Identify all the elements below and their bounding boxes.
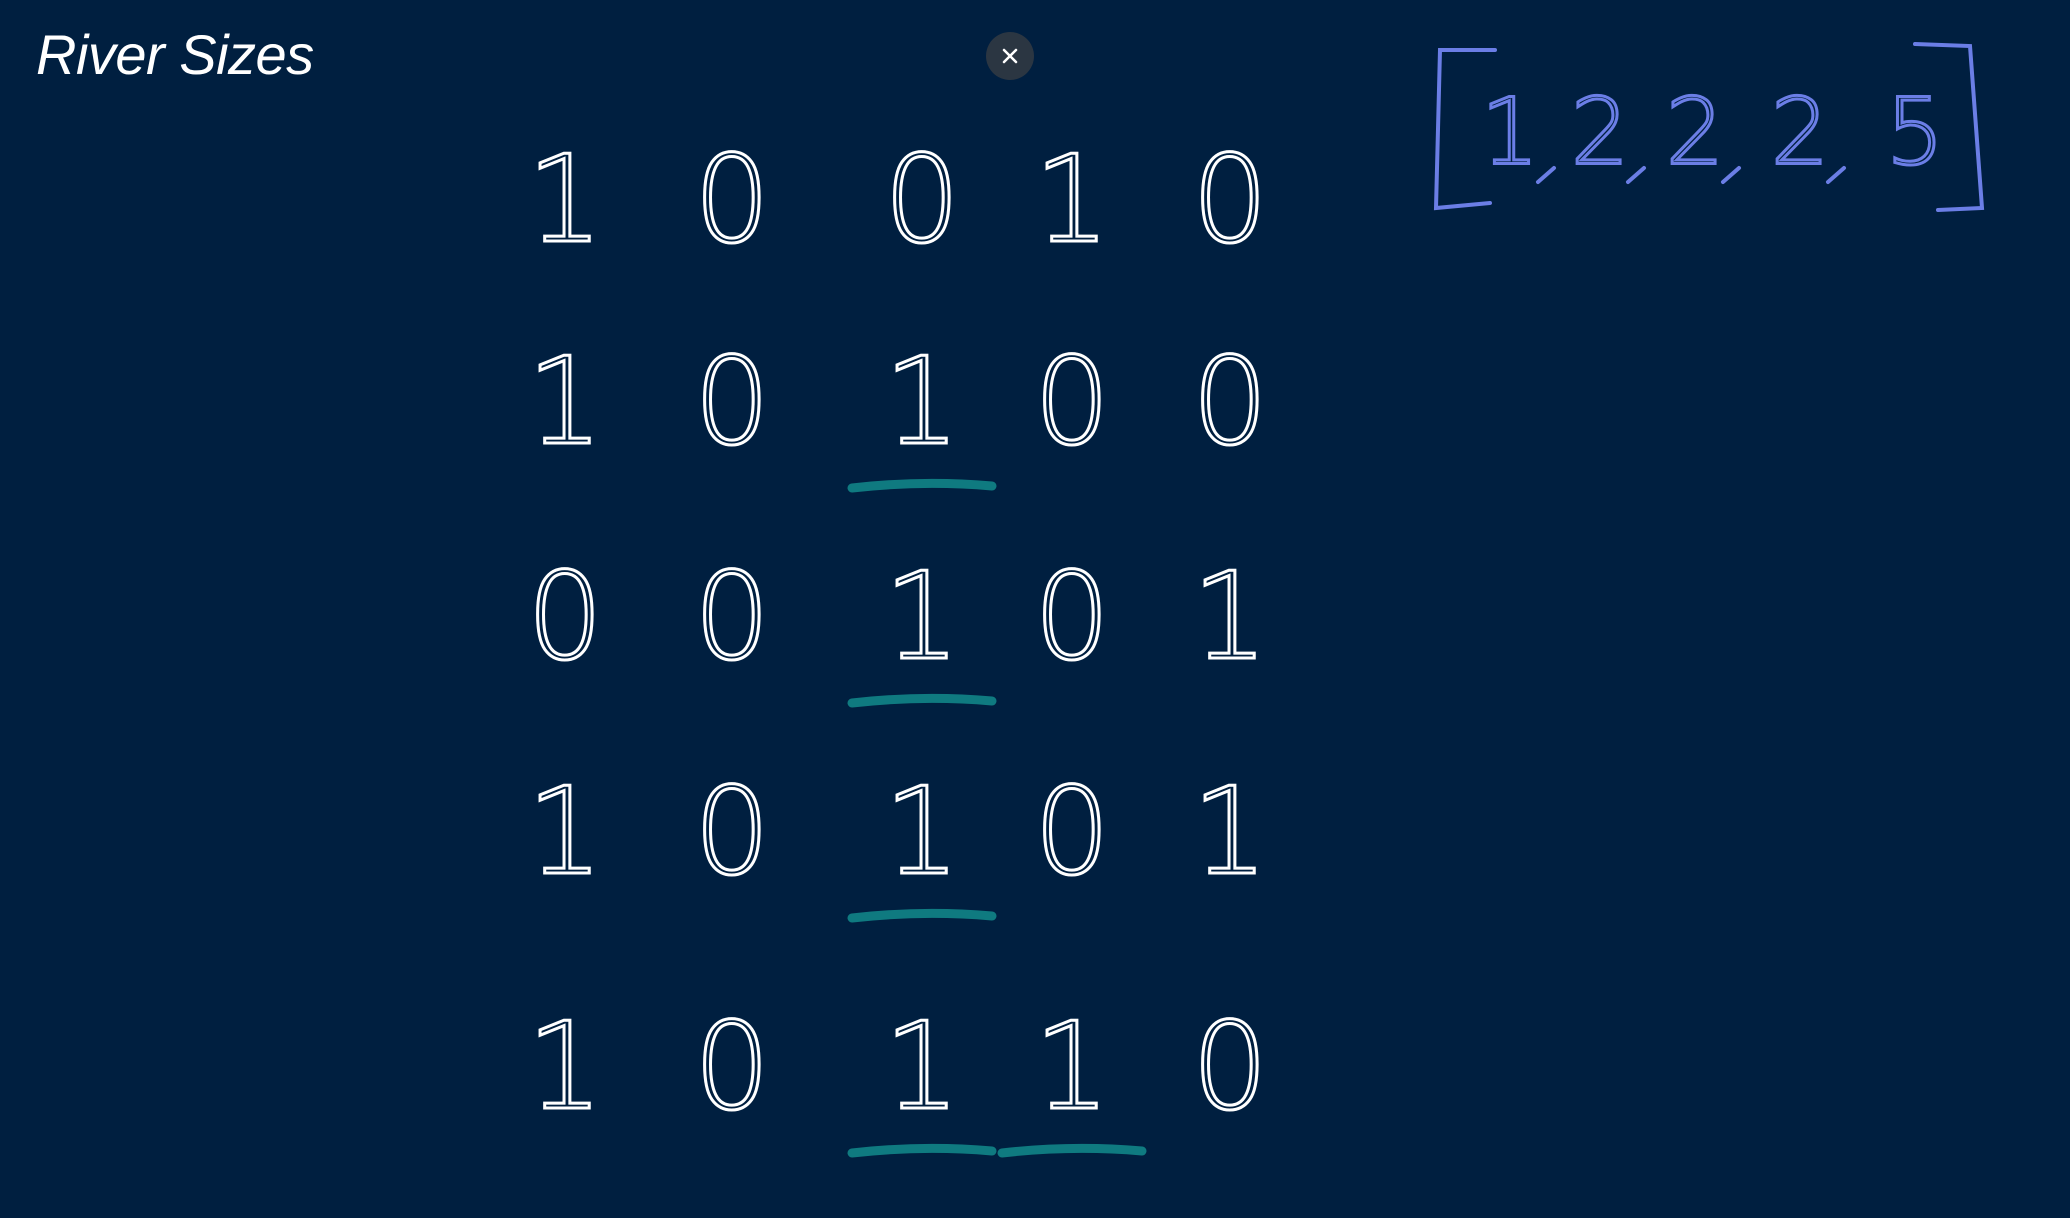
highlight-underline-r4-c2 (847, 1143, 997, 1158)
matrix-cell-r3-c3: 0 (1034, 763, 1110, 902)
matrix-cell-r0-c4: 0 (1192, 131, 1268, 270)
result-value-1: 2 (1571, 79, 1630, 186)
matrix-cell-r0-c2: 0 (884, 131, 960, 270)
result-comma-0 (1536, 166, 1556, 184)
result-value-3: 2 (1771, 79, 1830, 186)
matrix-cell-r3-c1: 0 (694, 763, 770, 902)
matrix-cell-r1-c1: 0 (694, 333, 770, 472)
matrix-cell-r3-c0: 1 (527, 763, 603, 902)
matrix-cell-r4-c0: 1 (527, 998, 603, 1137)
highlight-underline-r1-c2 (847, 478, 997, 493)
highlight-underline-r3-c2 (847, 908, 997, 923)
matrix-cell-r2-c4: 1 (1192, 548, 1268, 687)
matrix-cell-r2-c3: 0 (1034, 548, 1110, 687)
result-value-4: 5 (1886, 79, 1945, 186)
matrix-cell-r4-c3: 1 (1034, 998, 1110, 1137)
matrix-cell-r0-c3: 1 (1034, 131, 1110, 270)
close-icon (1002, 48, 1018, 64)
result-value-0: 1 (1481, 79, 1540, 186)
matrix-cell-r2-c1: 0 (694, 548, 770, 687)
result-value-2: 2 (1666, 79, 1725, 186)
left-bracket (1433, 48, 1497, 211)
matrix-cell-r3-c2: 1 (884, 763, 960, 902)
highlight-underline-r2-c2 (847, 693, 997, 708)
matrix-cell-r2-c2: 1 (884, 548, 960, 687)
matrix-cell-r4-c2: 1 (884, 998, 960, 1137)
matrix-cell-r0-c0: 1 (527, 131, 603, 270)
result-comma-1 (1626, 166, 1646, 184)
matrix-cell-r4-c4: 0 (1192, 998, 1268, 1137)
matrix-cell-r1-c2: 1 (884, 333, 960, 472)
matrix-cell-r0-c1: 0 (694, 131, 770, 270)
matrix-cell-r1-c3: 0 (1034, 333, 1110, 472)
matrix-cell-r1-c0: 1 (527, 333, 603, 472)
result-comma-2 (1721, 166, 1741, 184)
matrix-cell-r1-c4: 0 (1192, 333, 1268, 472)
close-button[interactable] (986, 32, 1034, 80)
matrix-cell-r2-c0: 0 (527, 548, 603, 687)
result-comma-3 (1826, 166, 1846, 184)
right-bracket (1913, 42, 1985, 212)
matrix-cell-r3-c4: 1 (1192, 763, 1268, 902)
page-title: River Sizes (36, 23, 314, 86)
highlight-underline-r4-c3 (997, 1143, 1147, 1158)
matrix-cell-r4-c1: 0 (694, 998, 770, 1137)
